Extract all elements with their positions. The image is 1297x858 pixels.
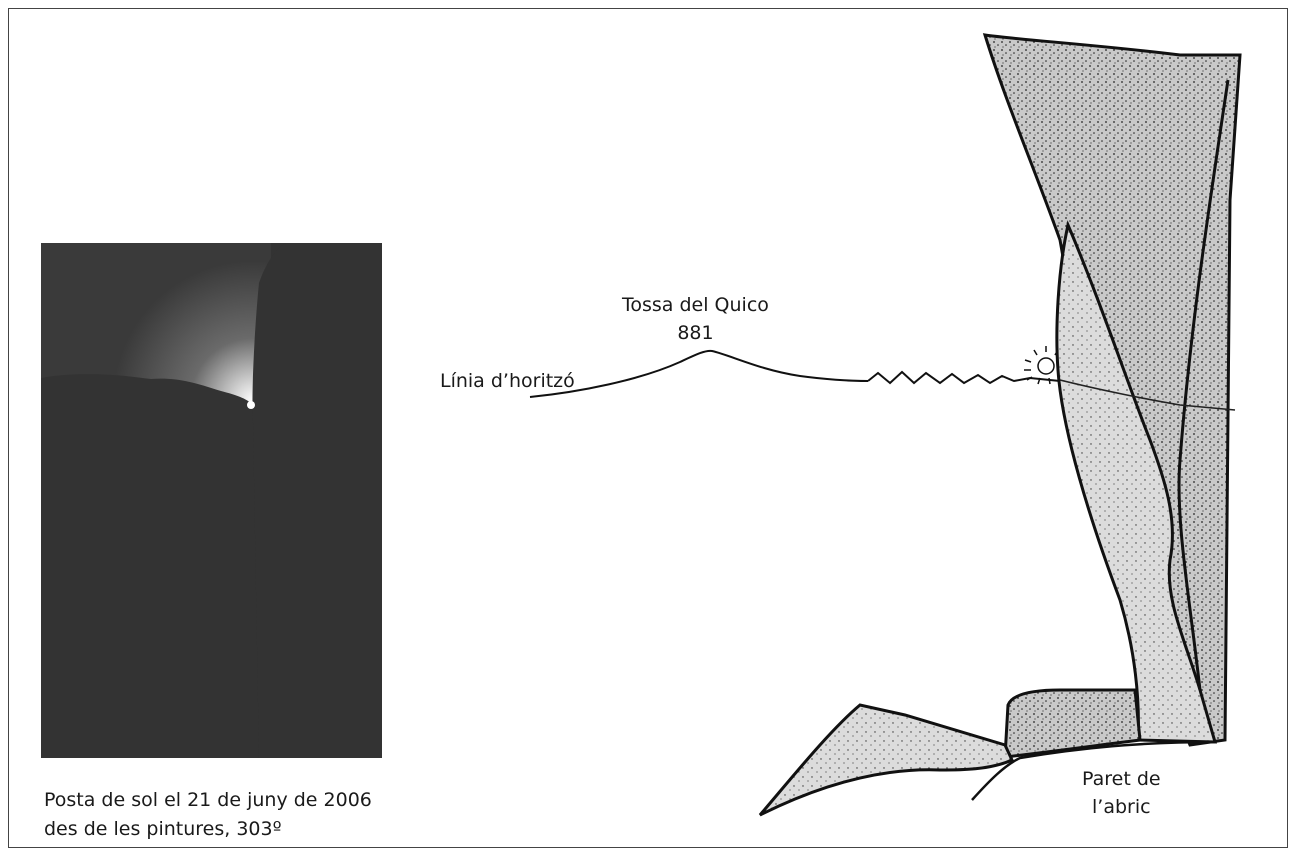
peak-label: Tossa del Quico 881 [622,291,769,347]
wall-label: Paret de l’abric [1082,765,1161,821]
peak-name: Tossa del Quico [622,291,769,319]
wall-label-line-1: Paret de [1082,765,1161,793]
wall-label-line-2: l’abric [1082,793,1161,821]
peak-elevation: 881 [622,319,769,347]
horizon-line [530,351,868,397]
horizon-label: Línia d’horitzó [440,370,575,392]
